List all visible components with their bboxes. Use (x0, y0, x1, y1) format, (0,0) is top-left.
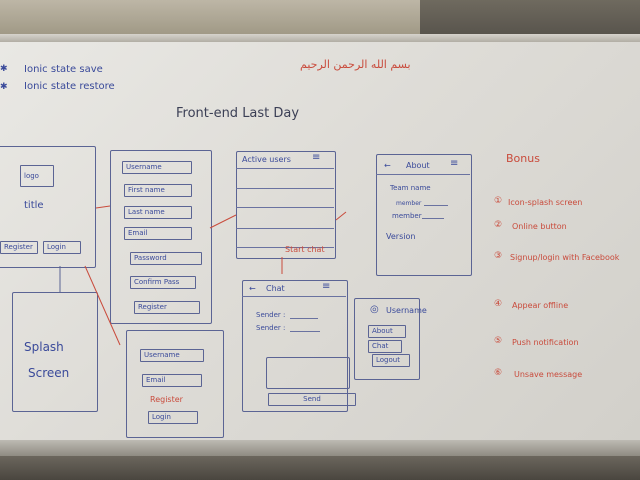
bonus-item: Online button (512, 222, 567, 231)
bonus-number-icon: ③ (494, 251, 503, 261)
about-team-name: Team name (390, 184, 431, 192)
chat-message-line (290, 318, 318, 319)
field-email: Email (124, 227, 192, 240)
bismillah-text: بسم الله الرحمن الرحيم (300, 58, 411, 71)
menu-item-about: About (368, 325, 406, 338)
login-register-link: Register (150, 395, 183, 404)
active-users-sketch (236, 151, 336, 259)
note-state-save: Ionic state save (24, 64, 103, 75)
chat-back-icon: ← (249, 284, 256, 293)
chat-sender-2: Sender : (256, 324, 286, 332)
logo-box: logo (20, 165, 54, 187)
bonus-number-icon: ① (494, 196, 503, 206)
start-chat-label: Start chat (285, 245, 325, 254)
field-last-name: Last name (124, 206, 192, 219)
active-users-title: Active users (242, 155, 291, 164)
splash-text-2: Screen (28, 366, 70, 380)
bonus-number-icon: ④ (494, 299, 503, 309)
user-row-divider (236, 228, 334, 229)
board-title: Front-end Last Day (176, 106, 300, 121)
bonus-item: Icon-splash screen (508, 198, 583, 207)
about-member-2: member (392, 212, 422, 220)
about-member-line (422, 218, 444, 219)
about-member-1: member (396, 200, 422, 207)
arrow-register-to-users (209, 214, 237, 229)
chat-send-button: Send (268, 393, 356, 406)
login-screen-sketch (0, 146, 96, 268)
about-title: About (406, 161, 430, 170)
arrow-login-to-register (95, 205, 111, 209)
chat-input-box (266, 357, 350, 389)
about-back-icon: ← (384, 161, 391, 170)
about-version: Version (386, 232, 416, 241)
note-bullet-2: ✱ (0, 82, 8, 92)
whiteboard-tray (0, 440, 640, 456)
about-header-divider (376, 174, 470, 175)
bonus-title: Bonus (506, 152, 540, 165)
login-email: Email (142, 374, 202, 387)
whiteboard (0, 42, 640, 442)
user-row-divider (236, 207, 334, 208)
floor (0, 456, 640, 480)
chat-sender-1: Sender : (256, 311, 286, 319)
login-submit-sketch: Login (148, 411, 198, 424)
about-member-line (424, 205, 448, 206)
field-password: Password (130, 252, 202, 265)
note-state-restore: Ionic state restore (24, 81, 115, 92)
hamburger-icon: ≡ (450, 158, 459, 169)
register-button-sketch: Register (0, 241, 38, 254)
arrow-users-to-about (335, 211, 347, 221)
bonus-number-icon: ② (494, 220, 503, 230)
field-username: Username (122, 161, 192, 174)
login-username: Username (140, 349, 204, 362)
user-row-divider (236, 247, 334, 248)
chat-message-line (290, 331, 320, 332)
avatar-icon: ◎ (370, 304, 379, 315)
note-bullet-1: ✱ (0, 64, 8, 74)
bonus-number-icon: ⑤ (494, 336, 503, 346)
arrow-login-to-form (84, 265, 121, 346)
menu-item-logout: Logout (372, 354, 410, 367)
hamburger-icon: ≡ (312, 152, 321, 163)
splash-screen-sketch (12, 292, 98, 412)
bonus-item: Signup/login with Facebook (510, 253, 620, 262)
chat-screen-sketch (242, 280, 348, 412)
bonus-item: Appear offline (512, 301, 569, 310)
menu-item-chat: Chat (368, 340, 402, 353)
hamburger-icon: ≡ (322, 281, 331, 292)
about-screen-sketch (376, 154, 472, 276)
user-row-divider (236, 188, 334, 189)
title-label: title (24, 200, 44, 211)
bonus-item: Unsave message (514, 370, 583, 379)
register-submit-sketch: Register (134, 301, 200, 314)
splash-text-1: Splash (24, 340, 64, 354)
login-button-sketch: Login (43, 241, 81, 254)
wall-corner (420, 0, 640, 40)
whiteboard-frame-top (0, 34, 640, 44)
menu-username: Username (386, 306, 427, 315)
register-screen-sketch (110, 150, 212, 324)
chat-title: Chat (266, 284, 285, 293)
active-users-header-divider (236, 168, 334, 169)
field-first-name: First name (124, 184, 192, 197)
field-confirm-pass: Confirm Pass (130, 276, 196, 289)
bonus-item: Push notification (512, 338, 579, 347)
chat-header-divider (242, 296, 346, 297)
side-menu-sketch (354, 298, 420, 380)
login-form-sketch (126, 330, 224, 438)
bonus-number-icon: ⑥ (494, 368, 503, 378)
